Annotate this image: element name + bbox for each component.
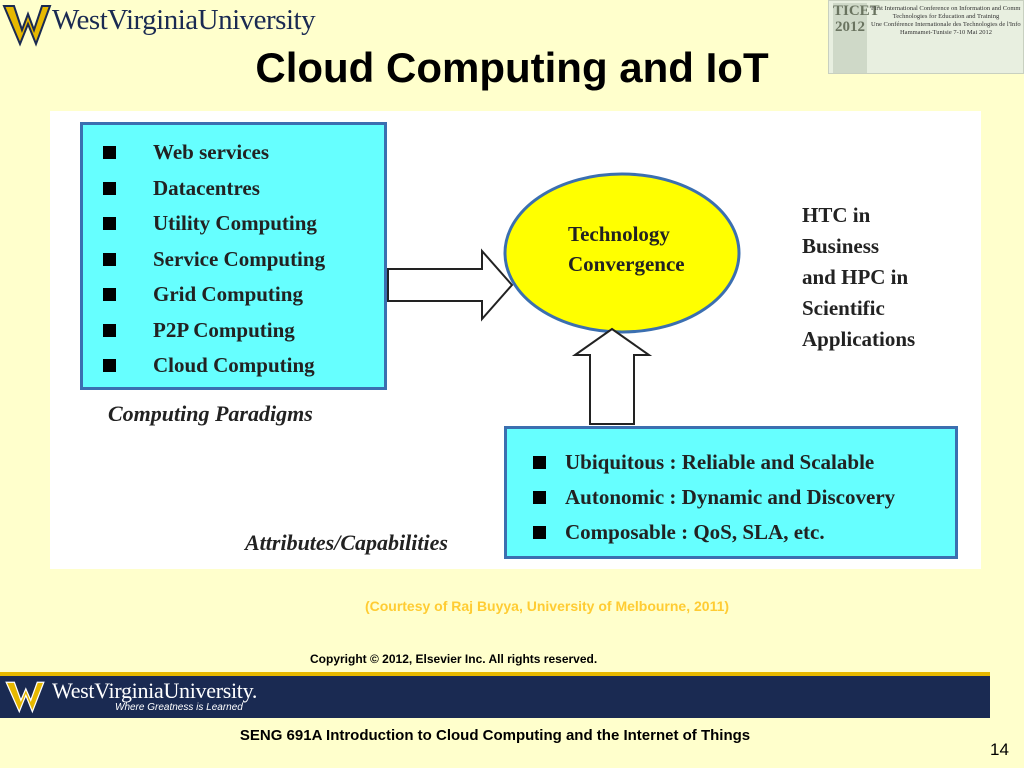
wvu-tagline: Where Greatness is Learned bbox=[115, 702, 243, 713]
conference-line: Une Conférence Internationale des Techno… bbox=[871, 21, 1021, 28]
square-bullet-icon bbox=[103, 288, 116, 301]
conference-badge: TICET 2012 First International Conferenc… bbox=[828, 0, 1024, 74]
paradigm-label: Grid Computing bbox=[153, 282, 303, 306]
conference-badge-text: First International Conference on Inform… bbox=[871, 5, 1021, 37]
paradigms-to-convergence-arrow bbox=[387, 248, 514, 322]
htc-hpc-label: HTC in Business and HPC in Scientific Ap… bbox=[802, 200, 915, 355]
outcome-line: Applications bbox=[802, 327, 916, 351]
wvu-footer-wordmark: WestVirginiaUniversity. bbox=[52, 678, 258, 703]
convergence-line: Convergence bbox=[568, 252, 685, 276]
square-bullet-icon bbox=[103, 181, 116, 195]
paradigm-label: Service Computing bbox=[153, 246, 326, 271]
copyright-notice: Copyright © 2012, Elsevier Inc. All righ… bbox=[310, 652, 598, 666]
square-bullet-icon bbox=[103, 217, 116, 230]
attribute-label: Autonomic : Dynamic and Discovery bbox=[565, 485, 896, 509]
computing-paradigms-caption: Computing Paradigms bbox=[108, 401, 313, 426]
list-item: Web services bbox=[83, 135, 325, 171]
outcome-line: and HPC in bbox=[802, 265, 909, 289]
conference-line: Technologies for Education and Training bbox=[892, 13, 1000, 20]
diagram-figure: Web services Datacentres Utility Computi… bbox=[50, 111, 981, 569]
square-bullet-icon bbox=[103, 252, 116, 266]
footer-bar: WestVirginiaUniversity. Where Greatness … bbox=[0, 672, 990, 718]
paradigm-label: Web services bbox=[153, 140, 270, 164]
outcome-line: Business bbox=[802, 234, 880, 258]
computing-paradigms-box: Web services Datacentres Utility Computi… bbox=[80, 122, 387, 390]
ticet-logo: TICET 2012 bbox=[833, 3, 880, 73]
square-bullet-icon bbox=[533, 491, 546, 504]
list-item: Grid Computing bbox=[83, 277, 325, 313]
list-item: Datacentres bbox=[83, 171, 325, 207]
attributes-to-convergence-arrow bbox=[571, 327, 653, 425]
list-item: Service Computing bbox=[83, 242, 325, 278]
wvu-logo-header bbox=[2, 0, 292, 52]
wvu-flying-wv-icon bbox=[2, 5, 52, 47]
technology-convergence-label: Technology Convergence bbox=[568, 219, 685, 279]
courtesy-note: (Courtesy of Raj Buyya, University of Me… bbox=[364, 598, 730, 614]
list-item: Cloud Computing bbox=[83, 348, 325, 384]
slide-title: Cloud Computing and IoT bbox=[255, 44, 769, 91]
wvu-flying-wv-icon bbox=[5, 681, 45, 714]
outcome-line: Scientific bbox=[802, 296, 885, 320]
wvu-header-wordmark: WestVirginiaUniversity bbox=[52, 4, 316, 36]
paradigm-label: Cloud Computing bbox=[153, 353, 315, 377]
conference-line: First International Conference on Inform… bbox=[871, 5, 1021, 12]
square-bullet-icon bbox=[103, 146, 116, 159]
course-title: SENG 691A Introduction to Cloud Computin… bbox=[239, 727, 751, 744]
list-item: Ubiquitous : Reliable and Scalable bbox=[507, 445, 895, 480]
convergence-line: Technology bbox=[568, 222, 670, 246]
square-bullet-icon bbox=[533, 456, 546, 469]
technology-convergence-ellipse bbox=[503, 172, 741, 334]
attributes-box: Ubiquitous : Reliable and Scalable Auton… bbox=[504, 426, 958, 559]
list-item: Autonomic : Dynamic and Discovery bbox=[507, 480, 895, 515]
square-bullet-icon bbox=[103, 359, 116, 372]
paradigm-label: Utility Computing bbox=[153, 211, 317, 235]
square-bullet-icon bbox=[103, 323, 116, 337]
conference-line: Hammamet-Tunisie 7-10 Mai 2012 bbox=[899, 29, 992, 36]
list-item: Utility Computing bbox=[83, 206, 325, 242]
attributes-capabilities-caption: Attributes/Capabilities bbox=[245, 530, 448, 555]
attribute-label: Composable : QoS, SLA, etc. bbox=[565, 520, 825, 544]
outcome-line: HTC in bbox=[802, 203, 871, 227]
diagram-shapes bbox=[387, 172, 741, 425]
list-item: Composable : QoS, SLA, etc. bbox=[507, 515, 895, 550]
list-item: P2P Computing bbox=[83, 313, 325, 349]
paradigms-list: Web services Datacentres Utility Computi… bbox=[83, 135, 325, 384]
attribute-label: Ubiquitous : Reliable and Scalable bbox=[565, 450, 875, 474]
page-number: 14 bbox=[990, 740, 1009, 759]
square-bullet-icon bbox=[533, 526, 546, 539]
attributes-list: Ubiquitous : Reliable and Scalable Auton… bbox=[507, 445, 895, 550]
paradigm-label: P2P Computing bbox=[153, 317, 295, 342]
paradigm-label: Datacentres bbox=[153, 175, 260, 200]
